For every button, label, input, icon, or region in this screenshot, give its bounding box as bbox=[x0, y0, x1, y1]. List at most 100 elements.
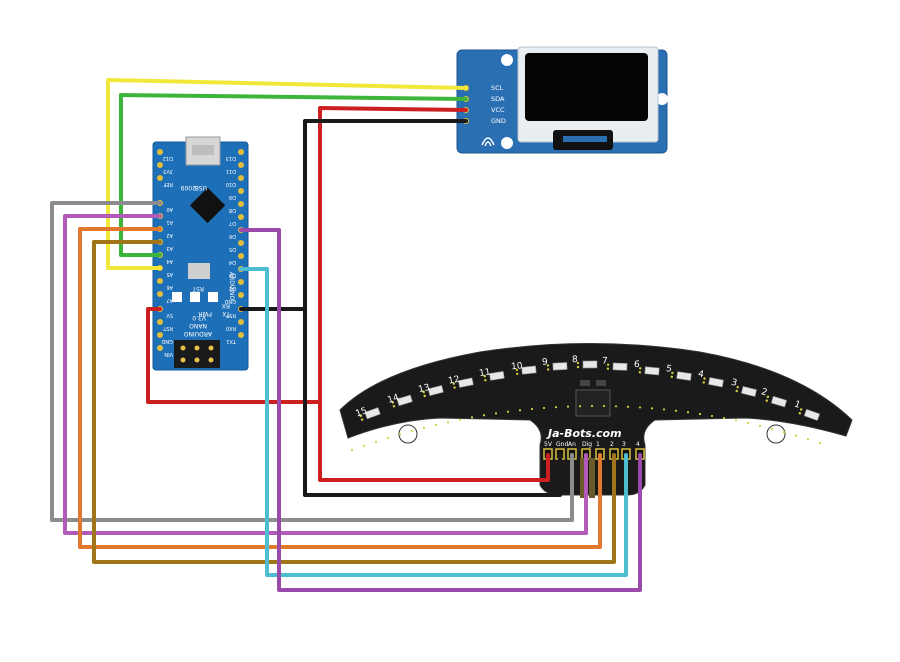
nano-tx-label: TX bbox=[222, 310, 231, 317]
via-dot bbox=[410, 429, 414, 433]
grove-logo-icon bbox=[481, 137, 495, 147]
nano-left-pin-label: A5 bbox=[166, 271, 173, 277]
via-dot bbox=[638, 406, 642, 409]
nano-usb-label: USB bbox=[195, 184, 207, 191]
via-dot bbox=[350, 448, 354, 452]
nano-rst-label: RST bbox=[192, 285, 204, 292]
via-dot bbox=[770, 427, 774, 431]
nano-pwr-label: PWR bbox=[198, 310, 212, 317]
nano-right-pin-label: D8 bbox=[229, 207, 236, 213]
sensor-number: 1 bbox=[793, 400, 802, 411]
via-dot bbox=[782, 431, 786, 434]
via-dot bbox=[446, 421, 450, 424]
nano-left-pin-label: GND bbox=[161, 338, 173, 344]
nano-left-pin-label: VIN bbox=[164, 351, 173, 357]
nano-left-pin-label: A4 bbox=[166, 258, 173, 264]
nano-right-pin-label: RX0 bbox=[226, 325, 236, 331]
wire-analog-gray bbox=[50, 201, 574, 522]
nano-rx-label: RX bbox=[222, 302, 230, 309]
via-dot bbox=[818, 442, 822, 445]
ir-sensor bbox=[515, 365, 537, 376]
nano-side-label: ARDUINO bbox=[228, 272, 235, 301]
sensor-mount-hole bbox=[398, 424, 418, 444]
oled-mount-hole bbox=[501, 54, 513, 66]
nano-right-pin-label: D3 bbox=[229, 272, 236, 278]
via-dot bbox=[626, 405, 630, 408]
sensor-mount-hole bbox=[766, 424, 786, 444]
icsp-header bbox=[174, 340, 220, 368]
via-dot bbox=[722, 417, 726, 420]
via-dot bbox=[710, 414, 714, 418]
via-dot bbox=[746, 421, 750, 425]
header-pin-label: Gnd bbox=[556, 441, 568, 448]
sensor-number: 12 bbox=[447, 375, 460, 387]
sensor-number: 2 bbox=[760, 387, 768, 398]
via-dot bbox=[566, 405, 570, 408]
sensor-number: 4 bbox=[697, 369, 705, 380]
led-icon bbox=[190, 292, 200, 302]
reset-button-icon bbox=[188, 263, 210, 279]
wire-sensor2-brown bbox=[92, 240, 616, 564]
header-pin-label: 1 bbox=[596, 441, 600, 448]
via-dot bbox=[698, 412, 702, 416]
nano-right-pin-label: D4 bbox=[229, 259, 236, 265]
nano-left-pin-label: RST bbox=[162, 325, 173, 331]
ir-sensor bbox=[422, 385, 444, 398]
nano-right-pin-label: D5 bbox=[229, 246, 236, 252]
oled-pin-scl: SCL bbox=[491, 84, 504, 92]
sensor-number: 3 bbox=[730, 378, 738, 389]
nano-left-pin-label: 3V3 bbox=[163, 168, 173, 174]
oled-pin-sda: SDA bbox=[491, 95, 505, 103]
header-pin-label: 2 bbox=[610, 441, 614, 448]
wire-sensor4-purple bbox=[239, 228, 642, 592]
header-pin-label: 3 bbox=[622, 441, 626, 448]
sensor-number: 7 bbox=[602, 356, 608, 366]
nano-right-pin-label: GND bbox=[224, 298, 236, 304]
via-dot bbox=[806, 438, 810, 441]
via-dot bbox=[794, 434, 798, 437]
nano-board-name-1: ARDUINO bbox=[183, 330, 212, 337]
wire-gnd-black bbox=[239, 119, 468, 311]
header-pin-label: 4 bbox=[636, 441, 640, 448]
via-dot bbox=[578, 405, 582, 408]
oled-pin-labels: SCL SDA VCC GND bbox=[491, 84, 506, 125]
nano-right-pin-label: RST bbox=[225, 312, 236, 318]
sensor-chip-icon bbox=[575, 389, 611, 417]
nano-right-pin-label: D2 bbox=[229, 285, 236, 291]
via-dot bbox=[386, 436, 390, 440]
sensor-number: 5 bbox=[665, 364, 672, 375]
nano-right-pin-label: TX1 bbox=[226, 338, 237, 344]
led-icon bbox=[208, 292, 218, 302]
via-dot bbox=[734, 419, 738, 422]
via-dot bbox=[422, 426, 426, 429]
sensor-number: 14 bbox=[386, 393, 400, 406]
wire-sensor3-cyan bbox=[239, 267, 628, 577]
wires bbox=[50, 78, 642, 592]
oled-mount-hole bbox=[656, 93, 668, 105]
via-dot bbox=[494, 412, 498, 415]
via-dot bbox=[482, 414, 486, 417]
via-dot bbox=[530, 407, 534, 411]
ir-sensor bbox=[546, 362, 568, 371]
header-pin-label: An bbox=[568, 441, 576, 448]
nano-right-pin-label: D6 bbox=[229, 233, 236, 239]
sensor-number: 8 bbox=[572, 355, 578, 365]
ir-sensor bbox=[798, 408, 821, 421]
nano-left-pin-label: A7 bbox=[166, 297, 173, 303]
ir-sensor bbox=[359, 407, 381, 421]
nano-right-pin-label: D11 bbox=[226, 168, 236, 174]
via-dot bbox=[470, 416, 474, 419]
oled-pin-gnd: GND bbox=[491, 117, 506, 125]
ir-sensor bbox=[576, 360, 598, 369]
ir-sensor bbox=[606, 362, 628, 371]
ir-sensor bbox=[670, 371, 692, 381]
via-dot bbox=[554, 406, 558, 409]
ir-sensor bbox=[483, 371, 505, 382]
sensor-number: 9 bbox=[542, 357, 549, 367]
ir-sensor bbox=[735, 385, 758, 397]
oled-pin-vcc: VCC bbox=[491, 106, 505, 114]
